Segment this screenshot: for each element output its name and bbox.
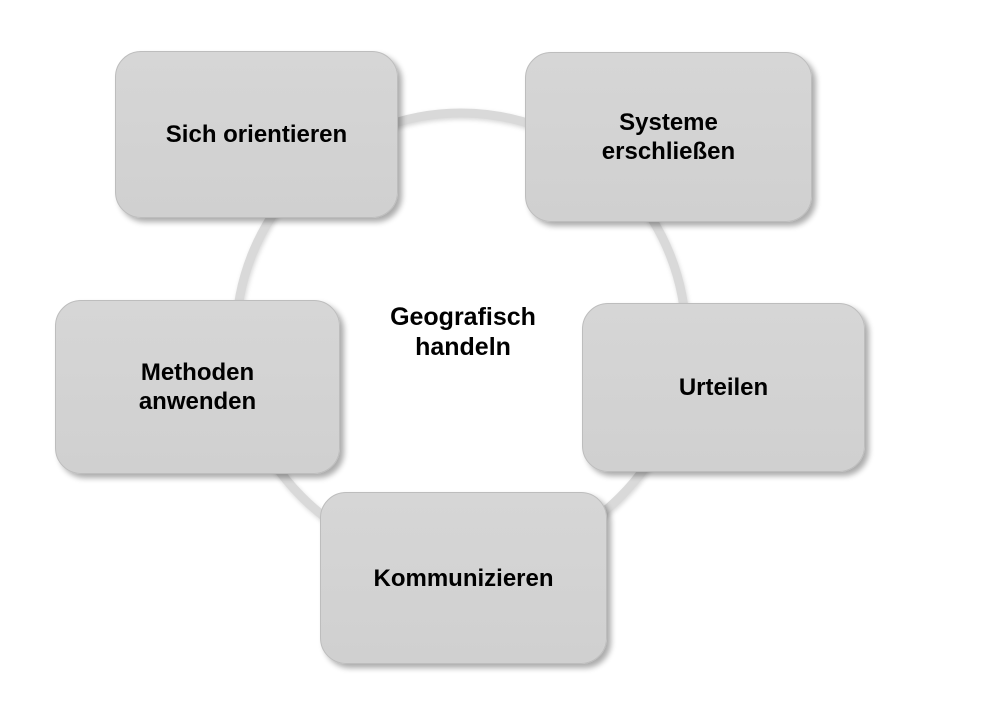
node-kommunizieren: Kommunizieren	[320, 492, 607, 664]
center-label: Geografisch handeln	[390, 303, 536, 361]
node-urteilen: Urteilen	[582, 303, 865, 472]
node-methoden-anwenden: Methoden anwenden	[55, 300, 340, 474]
node-sich-orientieren: Sich orientieren	[115, 51, 398, 218]
node-systeme-erschliessen: Systeme erschließen	[525, 52, 812, 222]
